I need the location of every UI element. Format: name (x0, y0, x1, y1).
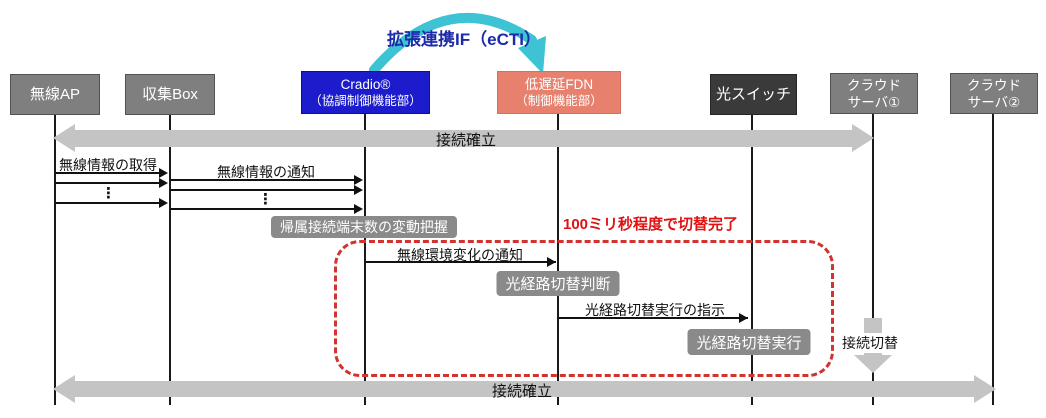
message-label-radio-info-notify: 無線情報の通知 (217, 164, 315, 180)
arrowhead-icon (547, 257, 556, 267)
actor-sublabel: （制御機能部） (515, 94, 603, 108)
activity-badge-terminal-count: 帰属接続端末数の変動把握 (271, 216, 457, 238)
band-label: 接続確立 (491, 383, 553, 400)
lifeline-cloud-server-1 (872, 113, 874, 405)
arrowhead-icon (354, 175, 363, 185)
switch-time-note: 100ミリ秒程度で切替完了 (563, 216, 739, 233)
arrowhead-left-icon (53, 375, 75, 403)
band-body (74, 130, 852, 147)
actor-label: クラウド (967, 77, 1021, 93)
arrowhead-left-icon (53, 124, 75, 152)
actor-cloud-server-2: クラウド サーバ② (950, 73, 1038, 114)
actor-cradio: Cradio® （協調制御機能部） (301, 71, 430, 114)
arrowhead-icon (159, 178, 168, 188)
actor-label: 低遅延FDN (524, 77, 594, 92)
lifeline-cloud-server-2 (992, 113, 994, 405)
actor-label: 無線AP (29, 86, 80, 103)
arrowhead-icon (354, 185, 363, 195)
message-line (559, 317, 748, 319)
message-label-path-switch-order: 光経路切替実行の指示 (585, 302, 725, 318)
lifeline-collection-box (169, 113, 171, 405)
lifeline-low-latency-fdn (557, 113, 559, 405)
arrowhead-icon (159, 168, 168, 178)
message-line (55, 202, 160, 204)
arrowhead-right-icon (852, 124, 874, 152)
lifeline-optical-switch (751, 113, 753, 405)
ecti-arc-icon (369, 12, 546, 75)
message-line (366, 261, 556, 263)
actor-label: クラウド (847, 77, 901, 93)
actor-label: Cradio® (340, 77, 391, 92)
message-line (170, 189, 355, 191)
lifeline-cradio (364, 113, 366, 405)
actor-label: 収集Box (142, 86, 198, 103)
arrowhead-right-icon (974, 375, 996, 403)
actor-optical-switch: 光スイッチ (710, 74, 797, 115)
arrowhead-icon (354, 204, 363, 214)
ellipsis-vertical-icon: ⋮ (101, 185, 116, 202)
connection-switch-label: 接続切替 (841, 333, 899, 353)
arrowhead-icon (159, 198, 168, 208)
activity-badge-path-switch-execute: 光経路切替実行 (687, 329, 811, 355)
actor-collection-box: 収集Box (125, 74, 215, 115)
actor-wireless-ap: 無線AP (10, 74, 100, 115)
message-label-env-change-notify: 無線環境変化の通知 (397, 247, 523, 263)
activity-badge-path-switch-decision: 光経路切替判断 (496, 271, 620, 296)
lifeline-wireless-ap (54, 113, 56, 405)
actor-cloud-server-1: クラウド サーバ① (830, 73, 918, 114)
actor-sublabel: サーバ② (967, 94, 1021, 110)
connection-switch-arrowhead-icon (854, 355, 892, 373)
actor-sublabel: （協調制御機能部） (309, 94, 422, 108)
message-line (170, 208, 355, 210)
message-line (55, 172, 160, 174)
ellipsis-vertical-icon: ⋮ (258, 191, 273, 208)
message-label-radio-info-acquire: 無線情報の取得 (59, 157, 157, 173)
actor-sublabel: サーバ① (847, 94, 901, 110)
actor-low-latency-fdn: 低遅延FDN （制御機能部） (497, 71, 621, 114)
band-label: 接続確立 (435, 132, 497, 149)
message-line (170, 179, 355, 181)
actor-label: 光スイッチ (715, 86, 791, 103)
band-body (74, 381, 974, 397)
arrowhead-icon (739, 313, 748, 323)
message-line (55, 182, 160, 184)
ecti-title: 拡張連携IF（eCTI） (387, 30, 541, 49)
